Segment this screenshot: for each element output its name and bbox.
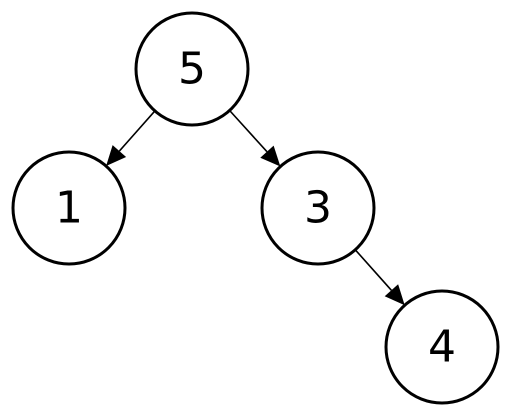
node-label: 1 [55,183,83,234]
edges-layer [106,109,405,306]
node-label: 3 [304,183,332,234]
tree-node-1: 1 [11,150,127,266]
edge-n5-n1 [106,110,156,167]
node-circle [11,150,127,266]
node-circle [134,11,250,127]
tree-node-3: 3 [260,150,376,266]
edge-n3-n4 [354,249,405,306]
edge-line [354,249,393,291]
arrowhead-icon [260,145,281,167]
edge-line [118,110,156,152]
tree-node-4: 4 [384,289,500,405]
arrowhead-icon [106,145,127,167]
edge-line [229,109,268,153]
node-circle [384,289,500,405]
node-label: 4 [428,322,456,373]
node-label: 5 [178,44,206,95]
tree-node-5: 5 [134,11,250,127]
nodes-layer: 5 1 3 4 [11,11,500,405]
node-circle [260,150,376,266]
arrowhead-icon [384,284,405,306]
edge-n5-n3 [229,109,281,167]
